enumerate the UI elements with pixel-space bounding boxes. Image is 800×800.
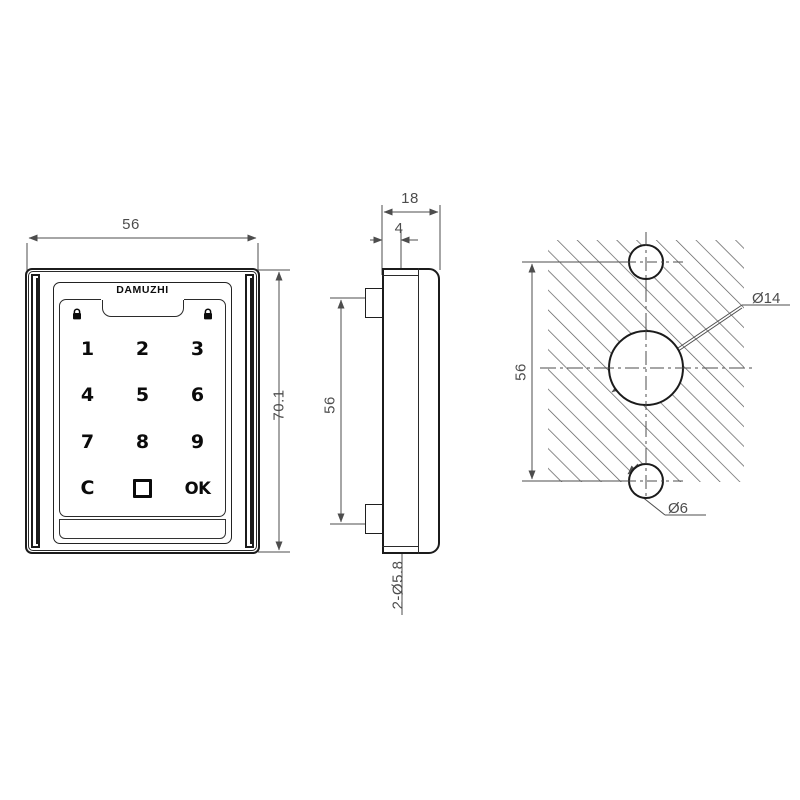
key-4[interactable]: 4 bbox=[80, 384, 95, 407]
dim-screw-holes: 2-Ø5.8 bbox=[389, 560, 407, 610]
dim-front-width: 56 bbox=[122, 216, 140, 233]
key-7[interactable]: 7 bbox=[80, 430, 95, 453]
key-8[interactable]: 8 bbox=[135, 430, 150, 453]
front-view: DAMUZHI 1 2 bbox=[25, 268, 260, 554]
key-clear[interactable]: C bbox=[80, 477, 95, 500]
side-rail-right bbox=[245, 274, 254, 548]
dim-side-depth: 18 bbox=[401, 190, 419, 207]
side-rail-left bbox=[31, 274, 40, 548]
padlock-icon-right bbox=[202, 307, 214, 320]
key-5[interactable]: 5 bbox=[135, 384, 150, 407]
key-9[interactable]: 9 bbox=[190, 430, 205, 453]
dim-hole-spacing: 56 bbox=[512, 363, 530, 381]
mounting-stud-bottom bbox=[365, 504, 382, 534]
dim-side-stud-spacing: 56 bbox=[321, 396, 339, 414]
key-3[interactable]: 3 bbox=[190, 337, 205, 360]
brand-area: DAMUZHI bbox=[54, 281, 231, 299]
square-icon bbox=[133, 479, 152, 499]
dim-side-front-thickness: 4 bbox=[394, 220, 404, 237]
key-square[interactable] bbox=[115, 466, 170, 513]
lower-strip bbox=[59, 519, 226, 539]
side-cap-top bbox=[382, 275, 419, 276]
keypad-notch bbox=[101, 297, 184, 317]
padlock-icon-left bbox=[71, 307, 83, 320]
touch-keypad-area: 1 2 3 4 5 6 7 8 9 C OK bbox=[59, 297, 226, 517]
mounting-stud-top bbox=[365, 288, 382, 318]
side-front-face bbox=[382, 268, 419, 554]
side-body bbox=[382, 268, 440, 554]
key-6[interactable]: 6 bbox=[190, 384, 205, 407]
key-2[interactable]: 2 bbox=[135, 337, 150, 360]
keypad-grid: 1 2 3 4 5 6 7 8 9 C OK bbox=[60, 326, 225, 512]
key-1[interactable]: 1 bbox=[80, 337, 95, 360]
side-cap-bottom bbox=[382, 546, 419, 547]
device-shell-inner bbox=[28, 271, 257, 551]
brand-label: DAMUZHI bbox=[116, 284, 169, 296]
dim-front-height: 70.1 bbox=[270, 389, 288, 421]
key-ok[interactable]: OK bbox=[184, 478, 211, 498]
label-main-hole: Ø14 bbox=[752, 290, 781, 307]
side-view bbox=[365, 268, 440, 554]
label-small-hole: Ø6 bbox=[668, 500, 689, 517]
face-panel: DAMUZHI 1 2 bbox=[53, 282, 232, 544]
